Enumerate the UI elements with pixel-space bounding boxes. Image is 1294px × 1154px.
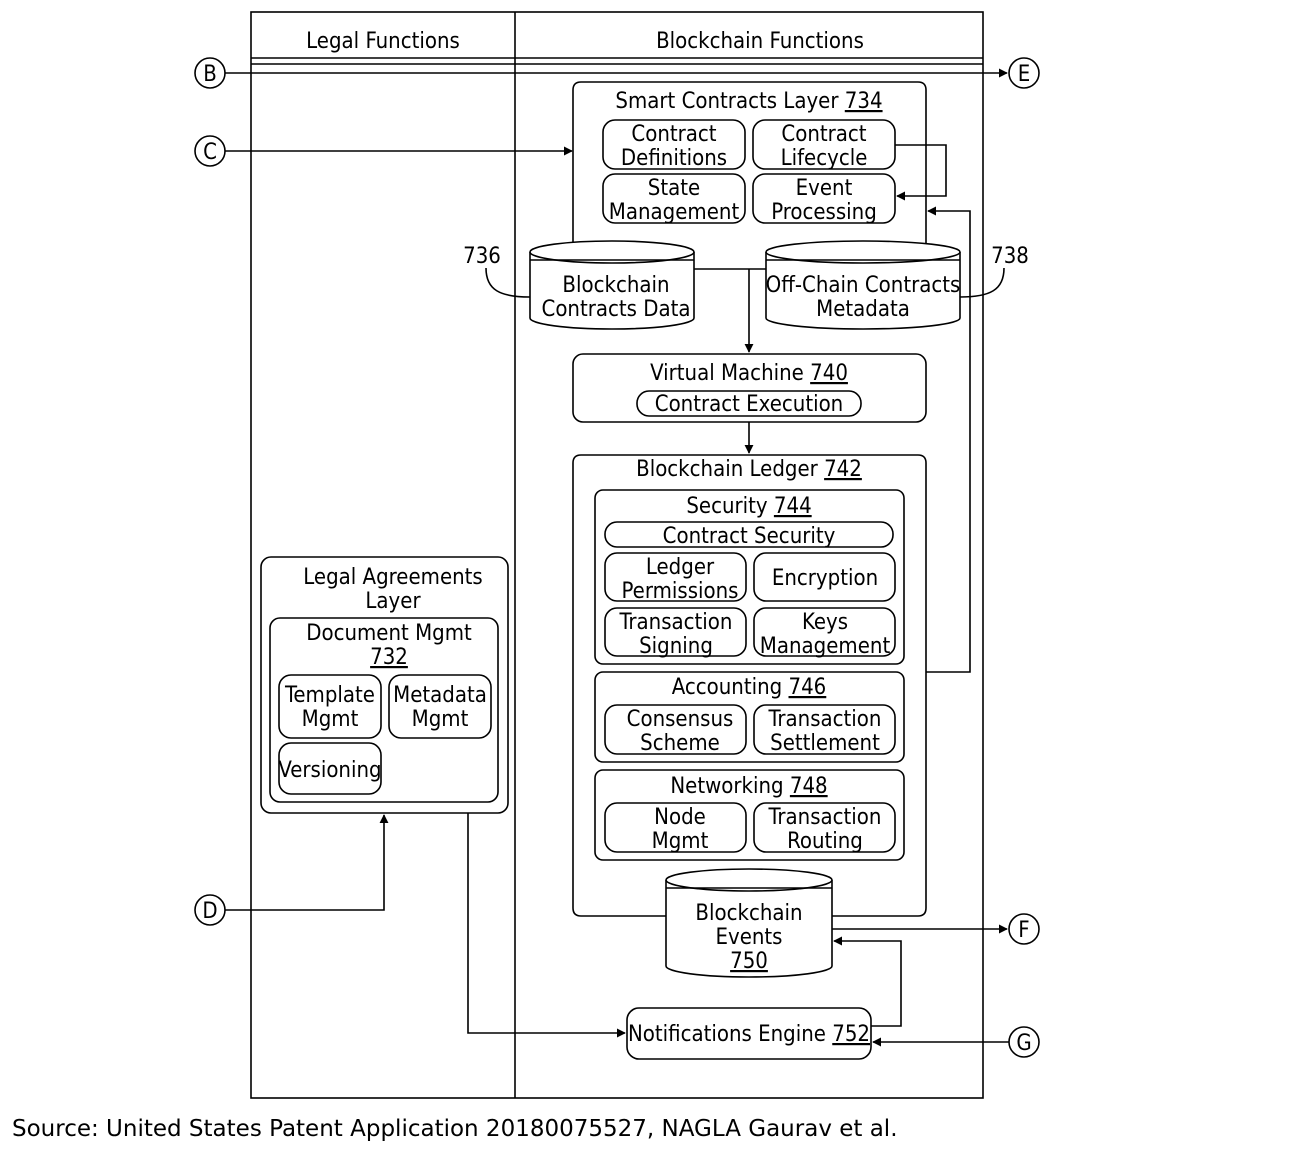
off-chain-metadata-store (765, 240, 961, 330)
connector-d-label: D (202, 899, 217, 924)
security-box (594, 489, 905, 665)
notifications-engine-box (626, 1007, 872, 1060)
connector-c-label: C (203, 140, 217, 165)
connector-g-label: G (1016, 1031, 1031, 1056)
accounting-title: Accounting 746 (672, 675, 827, 700)
networking-box (594, 769, 905, 861)
encryption-box (753, 552, 896, 602)
arrow-d-to-legal-layer (225, 814, 389, 911)
encryption-label: Encryption (772, 566, 878, 591)
legal-agreements-layer-box (260, 556, 509, 814)
ledger-permissions-box (604, 552, 747, 602)
transaction-signing-box (604, 607, 747, 657)
ref-738: 738 (991, 244, 1029, 269)
smart-contracts-layer-box (572, 81, 927, 250)
arrow-notifications-to-events (833, 936, 902, 1027)
contract-security-label: Contract Security (663, 524, 836, 549)
transaction-settlement-box (753, 704, 896, 755)
contract-security-box (604, 521, 894, 548)
patent-diagram: Legal Functions Blockchain Functions B C… (194, 11, 1040, 1099)
transaction-routing-box (753, 802, 896, 853)
blockchain-ledger-title: Blockchain Ledger 742 (636, 457, 862, 482)
networking-title: Networking 748 (670, 774, 827, 799)
versioning-label: Versioning (278, 758, 381, 783)
arrow-legal-to-notifications (467, 813, 626, 1038)
arrow-ledger-to-smart-contracts (926, 206, 971, 673)
leader-736 (485, 267, 531, 298)
legal-functions-header: Legal Functions (306, 29, 460, 54)
notifications-engine-label: Notifications Engine 752 (628, 1022, 870, 1047)
blockchain-functions-header: Blockchain Functions (656, 29, 864, 54)
keys-management-box (753, 607, 896, 657)
state-management-box (602, 173, 746, 224)
accounting-box (594, 671, 905, 763)
blockchain-ledger-box (572, 454, 927, 917)
event-processing-box (752, 173, 896, 224)
source-caption: Source: United States Patent Application… (12, 1116, 898, 1142)
node-mgmt-box (604, 802, 747, 853)
blockchain-events-store (665, 868, 833, 978)
template-mgmt-box (278, 674, 382, 739)
metadata-mgmt-box (388, 674, 492, 739)
swimlane-frame (250, 11, 984, 1099)
contract-definitions-box (602, 119, 746, 170)
security-title: Security 744 (686, 494, 811, 519)
contract-execution-box (636, 390, 862, 417)
connector-e (1008, 57, 1040, 89)
document-mgmt-box (269, 617, 499, 803)
versioning-box (278, 742, 382, 795)
connector-f (1008, 913, 1040, 945)
connector-f-label: F (1018, 918, 1029, 943)
smart-contracts-layer-title: Smart Contracts Layer 734 (615, 89, 882, 114)
ref-736: 736 (463, 244, 501, 269)
consensus-scheme-box (604, 704, 747, 755)
arrow-lifecycle-to-event (895, 144, 947, 201)
contract-execution-label: Contract Execution (655, 392, 843, 417)
connector-e-label: E (1018, 62, 1031, 87)
virtual-machine-title: Virtual Machine 740 (650, 361, 848, 386)
connector-b-label: B (203, 62, 217, 87)
blockchain-contracts-data-store (529, 240, 695, 330)
leader-738 (959, 267, 1005, 298)
